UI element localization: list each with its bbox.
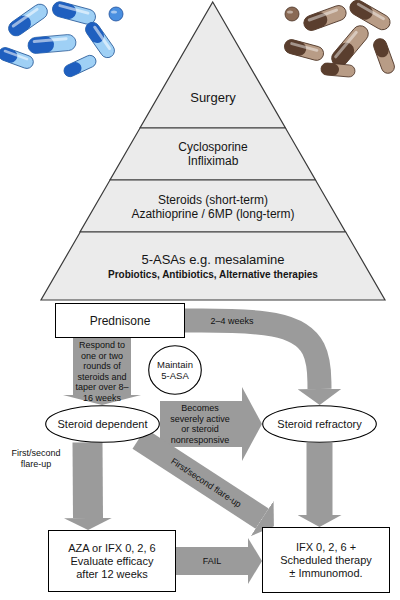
ellipse-shape	[149, 346, 202, 395]
ellipse-shape	[263, 406, 377, 443]
tier-shape	[41, 232, 385, 300]
pyramid-tier: Steroids (short-term)Azathioprine / 6MP …	[80, 180, 346, 232]
block-arrow	[176, 547, 248, 575]
tier-label: 5-ASAs e.g. mesalamine	[141, 252, 284, 268]
pyramid-tier: Cyclosporine Infliximab	[110, 128, 315, 180]
tier-shape	[140, 2, 285, 128]
brown-capsules	[283, 0, 396, 77]
arrow-label: Respond to one or two rounds of steroids…	[74, 340, 130, 403]
state-ellipse: Steroid dependent	[45, 405, 160, 443]
pyramid-base: 5-ASAs e.g. mesalamineProbiotics, Antibi…	[41, 232, 385, 300]
state-label: Steroid refractory	[277, 418, 361, 431]
tier-label: Cyclosporine Infliximab	[173, 140, 253, 168]
blue-capsules	[0, 0, 123, 79]
block-arrow	[185, 321, 320, 390]
state-label: Steroid dependent	[58, 418, 148, 431]
arrow-label: First/second flare-up	[157, 448, 255, 517]
treatment-box: AZA or IFX 0, 2, 6 Evaluate efficacy aft…	[48, 530, 176, 592]
block-arrow	[160, 401, 242, 447]
note-label: Maintain 5-ASA	[152, 359, 198, 381]
tier-shape	[80, 180, 346, 232]
tier-shape	[110, 128, 315, 180]
tier-outline	[140, 2, 285, 128]
tier-label: Probiotics, Antibiotics, Alternative the…	[108, 268, 318, 281]
box-label: AZA or IFX 0, 2, 6 Evaluate efficacy aft…	[64, 542, 160, 581]
ellipse-shape	[46, 406, 160, 443]
box-label: Prednisone	[90, 314, 151, 328]
box-label: IFX 0, 2, 6 + Scheduled therapy ± Immuno…	[278, 541, 374, 580]
note-ellipse: Maintain 5-ASA	[148, 345, 202, 395]
treatment-box: Prednisone	[55, 303, 185, 338]
arrow-label: First/second flare-up	[3, 448, 69, 469]
tier-label: Steroids (short-term)	[158, 193, 268, 207]
block-arrow	[139, 439, 262, 519]
block-arrow	[307, 443, 333, 515]
tier-label: Surgery	[190, 90, 236, 106]
tier-label: Azathioprine / 6MP (long-term)	[131, 207, 294, 221]
treatment-box: IFX 0, 2, 6 + Scheduled therapy ± Immuno…	[262, 527, 390, 593]
arrow-label: FAIL	[187, 556, 237, 567]
block-arrow	[73, 442, 104, 518]
pyramid-apex: Surgery	[140, 2, 285, 128]
arrow-label: 2–4 weeks	[201, 315, 263, 326]
state-ellipse: Steroid refractory	[262, 405, 377, 443]
arrow-label: Becomes severely active or steroid nonre…	[168, 403, 232, 445]
